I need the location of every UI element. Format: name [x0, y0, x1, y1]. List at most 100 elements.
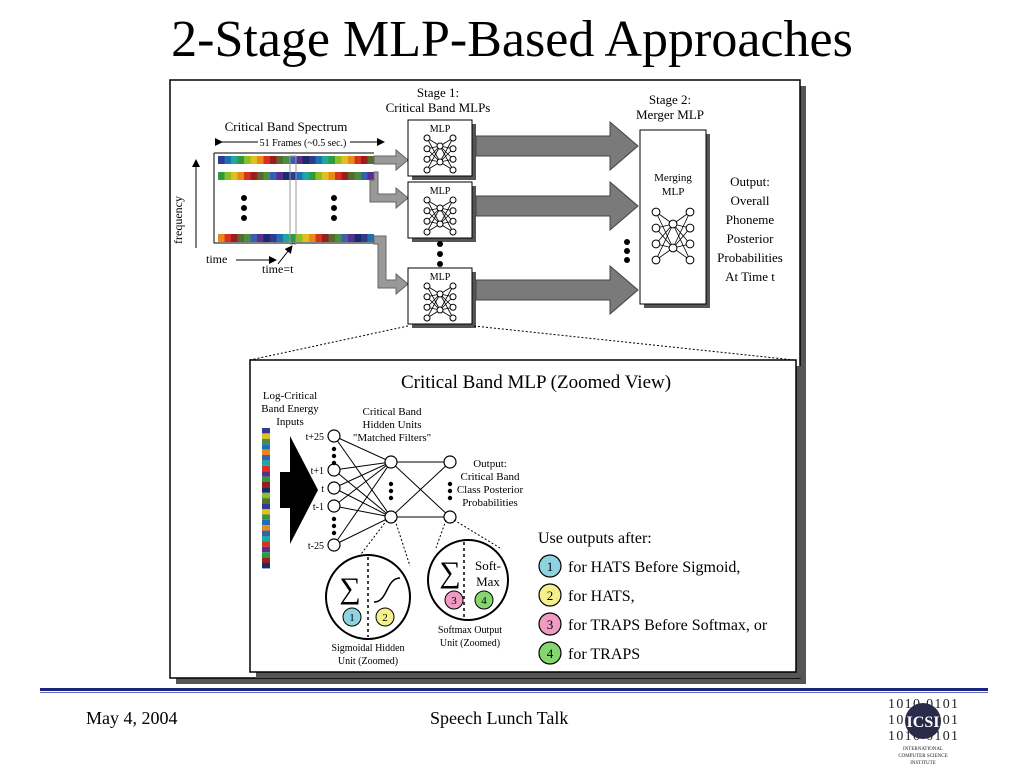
svg-text:Posterior: Posterior [727, 231, 775, 246]
svg-text:4: 4 [547, 646, 554, 661]
svg-text:Unit (Zoomed): Unit (Zoomed) [440, 638, 500, 649]
time-label: time [206, 252, 227, 266]
zoom-output-label: Output: Critical Band Class Posterior Pr… [457, 458, 524, 509]
input-cell [262, 444, 270, 450]
band-cell [250, 234, 257, 242]
svg-text:At Time t: At Time t [725, 269, 775, 284]
svg-text:Softmax Output: Softmax Output [438, 625, 502, 636]
input-cell [262, 525, 270, 531]
merging-label-line1: Merging [654, 172, 692, 184]
softmax-unit-zoomed: ∑ Soft- Max 3 4 Softmax Output Unit (Zoo… [427, 539, 509, 649]
band-cell [322, 234, 329, 242]
band-cell [335, 234, 342, 242]
band-cell [283, 172, 290, 180]
band-cell [244, 234, 251, 242]
zoom-network [327, 429, 457, 552]
band-cell [244, 172, 251, 180]
band-cell [309, 172, 316, 180]
output-node [443, 455, 457, 469]
input-tick-labels: t+25t+1tt-1t-25 [306, 432, 325, 552]
footer-rule-thin [40, 692, 988, 693]
input-tick-label: t+1 [311, 466, 324, 477]
band-cell [341, 172, 348, 180]
band-cell [302, 156, 309, 164]
band-cell [341, 156, 348, 164]
band-cell [367, 156, 374, 164]
input-tick-label: t-25 [308, 541, 324, 552]
svg-text:for HATS Before Sigmoid,: for HATS Before Sigmoid, [568, 559, 740, 576]
svg-text:Hidden Units: Hidden Units [363, 419, 422, 431]
band-cell [283, 156, 290, 164]
sum-icon: ∑ [439, 556, 460, 589]
band-cell [276, 234, 283, 242]
input-arrow [280, 436, 318, 544]
svg-text:for TRAPS Before Softmax, or: for TRAPS Before Softmax, or [568, 617, 768, 634]
input-node [327, 481, 341, 495]
band-cell [335, 172, 342, 180]
band-cell [361, 234, 368, 242]
svg-text:Max: Max [476, 574, 500, 589]
svg-text:Probabilities: Probabilities [462, 497, 518, 509]
input-cell [262, 541, 270, 547]
svg-text:3: 3 [451, 595, 457, 607]
spectrum-title: Critical Band Spectrum [225, 119, 348, 134]
input-cell [262, 536, 270, 542]
input-cell [262, 492, 270, 499]
svg-text:for TRAPS: for TRAPS [568, 646, 640, 663]
input-tick-label: t+25 [306, 432, 324, 443]
svg-text:Probabilities: Probabilities [717, 250, 783, 265]
frequency-label: frequency [171, 196, 185, 244]
band-cell [341, 234, 348, 242]
input-cell [262, 503, 270, 509]
svg-text:Critical Band: Critical Band [363, 406, 422, 418]
band-cell [276, 172, 283, 180]
band-cell [309, 234, 316, 242]
input-cell [262, 460, 270, 466]
inputs-label: Log-Critical Band Energy Inputs [261, 390, 319, 428]
input-tick-label: t-1 [313, 502, 324, 513]
sigmoid-unit-zoomed: ∑ 1 2 Sigmoidal Hidden Unit (Zoomed) [325, 554, 411, 667]
input-cell [262, 514, 270, 520]
logo-mark: ICSI [907, 714, 940, 731]
input-cell [262, 519, 270, 526]
hidden-label: Critical Band Hidden Units "Matched Filt… [353, 406, 431, 444]
band-cell [263, 234, 270, 242]
stage1-title-line1: Stage 1: [417, 85, 459, 100]
band-cell [218, 234, 225, 242]
band-cell [302, 234, 309, 242]
stage1-title-line2: Critical Band MLPs [386, 100, 491, 115]
merger-network [651, 207, 695, 265]
band-cell [237, 234, 244, 242]
input-cell [262, 546, 270, 553]
svg-text:Phoneme: Phoneme [726, 212, 775, 227]
band-cell [250, 172, 257, 180]
band-cell [361, 156, 368, 164]
band-cell [224, 156, 231, 164]
input-cell [262, 487, 270, 493]
output-option: 4 for TRAPS [538, 641, 640, 665]
svg-text:Output:: Output: [730, 174, 770, 189]
band-cell [257, 156, 264, 164]
band-cell [296, 156, 303, 164]
svg-text:4: 4 [481, 595, 487, 607]
svg-text:3: 3 [547, 617, 554, 632]
band-cell [250, 156, 257, 164]
band-cell [224, 172, 231, 180]
band-cell [309, 156, 316, 164]
band-cell [315, 172, 322, 180]
band-cell [315, 234, 322, 242]
svg-text:Critical Band: Critical Band [461, 471, 520, 483]
svg-text:INSTITUTE: INSTITUTE [910, 761, 936, 766]
input-cell [262, 438, 270, 445]
footer-date: May 4, 2004 [86, 708, 178, 728]
input-cell [262, 471, 270, 477]
stage2-title-line1: Stage 2: [649, 92, 691, 107]
svg-text:"Matched Filters": "Matched Filters" [353, 432, 431, 444]
output-node [443, 510, 457, 524]
band-cell [354, 172, 361, 180]
band-cell [263, 172, 270, 180]
spectrum-bands [218, 156, 374, 242]
input-cell [262, 449, 270, 455]
